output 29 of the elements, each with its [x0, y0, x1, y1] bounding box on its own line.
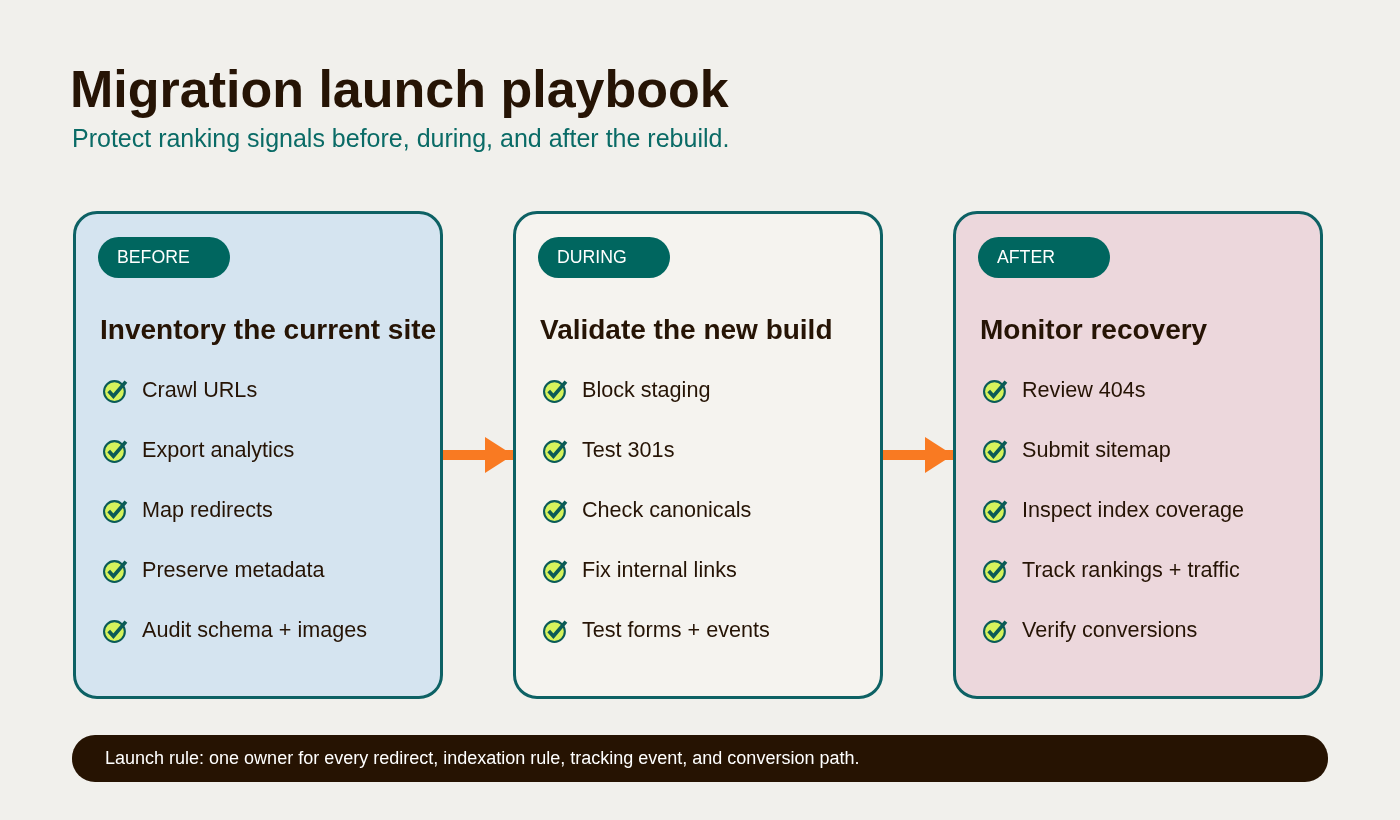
checklist-item: Map redirects [142, 496, 273, 523]
subtitle: Protect ranking signals before, during, and after the rebuild. [72, 123, 730, 153]
checklist-item: Block staging [582, 376, 711, 403]
checklist-item: Export analytics [142, 436, 295, 463]
checklist-item: Test 301s [582, 436, 675, 463]
phase-card [73, 211, 443, 699]
card-heading: Monitor recovery [980, 313, 1208, 347]
checklist-item: Inspect index coverage [1022, 496, 1245, 523]
phase-tag: AFTER [978, 237, 1110, 278]
checklist-item: Audit schema + images [142, 616, 368, 643]
phase-tag: BEFORE [98, 237, 230, 278]
checklist-item: Check canonicals [582, 496, 752, 523]
arrow [443, 437, 513, 473]
title: Migration launch playbook [70, 60, 729, 118]
card-heading: Validate the new build [540, 313, 833, 347]
checklist-item: Crawl URLs [142, 376, 258, 403]
phase-tag: DURING [538, 237, 670, 278]
checklist-item: Fix internal links [582, 556, 737, 583]
arrow [883, 437, 953, 473]
checklist-item: Submit sitemap [1022, 436, 1171, 463]
phase-card [513, 211, 883, 699]
checklist-item: Track rankings + traffic [1022, 556, 1240, 583]
checklist-item: Review 404s [1022, 376, 1146, 403]
checklist-item: Preserve metadata [142, 556, 325, 583]
card-heading: Inventory the current site [100, 313, 437, 347]
phase-card [953, 211, 1323, 699]
checklist-item: Test forms + events [582, 616, 770, 643]
rule-banner: Launch rule: one owner for every redirect, indexation rule, tracking event, and conversion path. [72, 735, 1328, 782]
checklist-item: Verify conversions [1022, 616, 1198, 643]
